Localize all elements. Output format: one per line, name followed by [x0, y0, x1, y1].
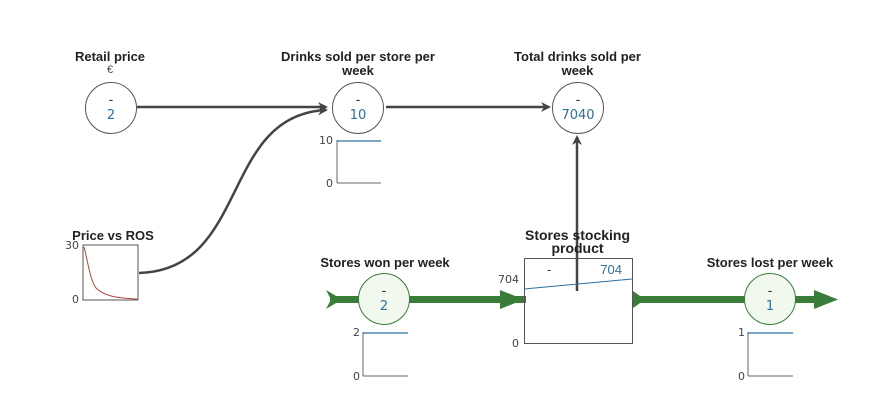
total-drinks-node[interactable]: - 7040 [552, 82, 604, 134]
total-drinks-dash: - [575, 93, 581, 108]
stores-won-label: Stores won per week [320, 255, 450, 270]
total-drinks-label-line1: Total drinks sold per [514, 49, 641, 64]
price-vs-ros-label: Price vs ROS [72, 228, 154, 243]
retail-price-label: Retail price [74, 49, 146, 64]
flow-inflow-arrowhead-icon [500, 290, 524, 309]
flow-outflow-notch-icon [633, 291, 645, 308]
ros-curve [83, 246, 138, 300]
stores-won-spark-max: 2 [353, 326, 360, 339]
retail-price-value: 2 [106, 108, 116, 123]
stores-stocking-label-line2: product [551, 240, 604, 256]
sparkline-stores-lost [747, 332, 793, 377]
stores-won-dash: - [381, 284, 387, 299]
retail-price-unit: € [106, 64, 114, 76]
stores-stocking-node[interactable]: - 704 [524, 258, 633, 344]
stores-lost-label: Stores lost per week [706, 255, 834, 270]
drinks-sold-dash: - [355, 93, 361, 108]
drinks-sold-label: Drinks sold per store per week [258, 50, 458, 78]
stores-stocking-label: Stores stocking product [500, 227, 655, 256]
sparkline-stores-won [362, 332, 408, 377]
flow-inflow-pipe [330, 296, 526, 303]
stores-lost-node[interactable]: - 1 [744, 273, 796, 325]
flow-outflow-pipe [632, 296, 822, 303]
drinks-sold-spark-max: 10 [319, 134, 333, 147]
flow-source-icon [326, 290, 342, 309]
stores-stocking-dash: - [547, 262, 552, 277]
stores-lost-dash: - [767, 284, 773, 299]
stores-won-spark-min: 0 [353, 370, 360, 383]
stores-lost-value: 1 [765, 299, 775, 314]
stock-trend-line [523, 278, 633, 290]
total-drinks-value: 7040 [561, 108, 595, 123]
stores-stocking-value: 704 [600, 262, 622, 277]
drinks-sold-label-line1: Drinks sold per store per [281, 49, 435, 64]
stores-stocking-axis-min: 0 [512, 337, 519, 350]
stores-won-value: 2 [379, 299, 389, 314]
retail-price-node[interactable]: - 2 [85, 82, 137, 134]
drinks-sold-label-line2: week [342, 63, 374, 78]
price-vs-ros-ymax: 30 [65, 239, 79, 252]
total-drinks-label: Total drinks sold per week [490, 50, 665, 78]
drinks-sold-node[interactable]: - 10 [332, 82, 384, 134]
retail-price-dash: - [108, 93, 114, 108]
link-ros-to-drinks[interactable] [138, 105, 328, 275]
drinks-sold-spark-min: 0 [326, 177, 333, 190]
flow-sink-arrowhead-icon [814, 290, 838, 309]
price-vs-ros-ymin: 0 [72, 293, 79, 306]
flow-pipe [326, 290, 838, 309]
sparkline-drinks-sold [336, 140, 381, 184]
total-drinks-label-line2: week [561, 63, 594, 78]
stores-stocking-axis-max: 704 [498, 273, 519, 286]
stores-lost-spark-min: 0 [738, 370, 745, 383]
stores-won-node[interactable]: - 2 [358, 273, 410, 325]
stores-lost-spark-max: 1 [738, 326, 745, 339]
stores-stocking-label-line1: Stores stocking [524, 227, 631, 243]
drinks-sold-value: 10 [349, 108, 367, 123]
price-vs-ros-chart[interactable] [82, 244, 139, 301]
